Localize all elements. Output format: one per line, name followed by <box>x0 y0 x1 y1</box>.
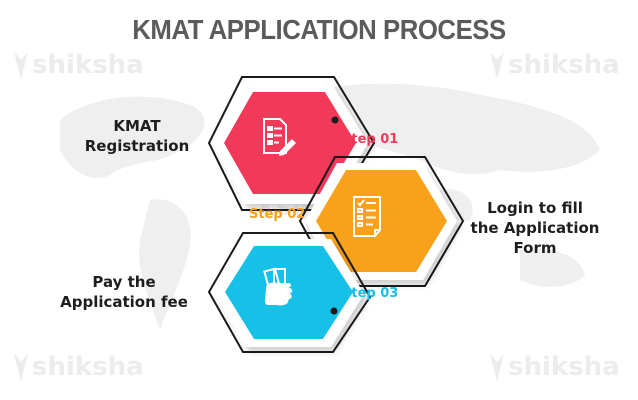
watermark-top-right: shiksha <box>490 50 620 80</box>
step-3-connector-dot <box>330 307 338 315</box>
page-title: KMAT APPLICATION PROCESS <box>132 14 506 45</box>
step-2-description-line3: Form <box>513 239 557 257</box>
step-3-description-line1: Pay the <box>92 273 156 291</box>
step-2-label: Step 02 <box>249 207 306 222</box>
form-edit-icon <box>263 118 296 156</box>
checklist-icon <box>353 196 381 237</box>
step-1-label: Step 01 <box>342 132 399 147</box>
step-3-description-line2: Application fee <box>60 293 188 311</box>
step-2-description-line2: the Application <box>470 219 600 237</box>
step-1-connector-dot <box>331 116 339 124</box>
step-3-hexagon <box>207 232 372 353</box>
step-3-outline <box>207 232 372 353</box>
hand-money-icon <box>263 267 293 306</box>
step-1-description-line1: KMAT <box>113 117 161 135</box>
step-3-label: Step 03 <box>342 286 399 301</box>
watermark-top-left: shiksha <box>14 50 144 80</box>
step-3-description: Pay the Application fee <box>44 272 204 312</box>
step-1-hexagon <box>207 76 376 211</box>
watermark-bottom-right: shiksha <box>490 352 620 382</box>
step-1-description-line2: Registration <box>84 137 190 155</box>
step-1-description: KMAT Registration <box>72 116 202 156</box>
step-2-description-line1: Login to fill <box>487 199 583 217</box>
step-2-outline <box>298 156 465 287</box>
step-2-fill <box>316 170 447 272</box>
watermark-bottom-left: shiksha <box>14 352 144 382</box>
step-2-description: Login to fill the Application Form <box>450 198 620 258</box>
